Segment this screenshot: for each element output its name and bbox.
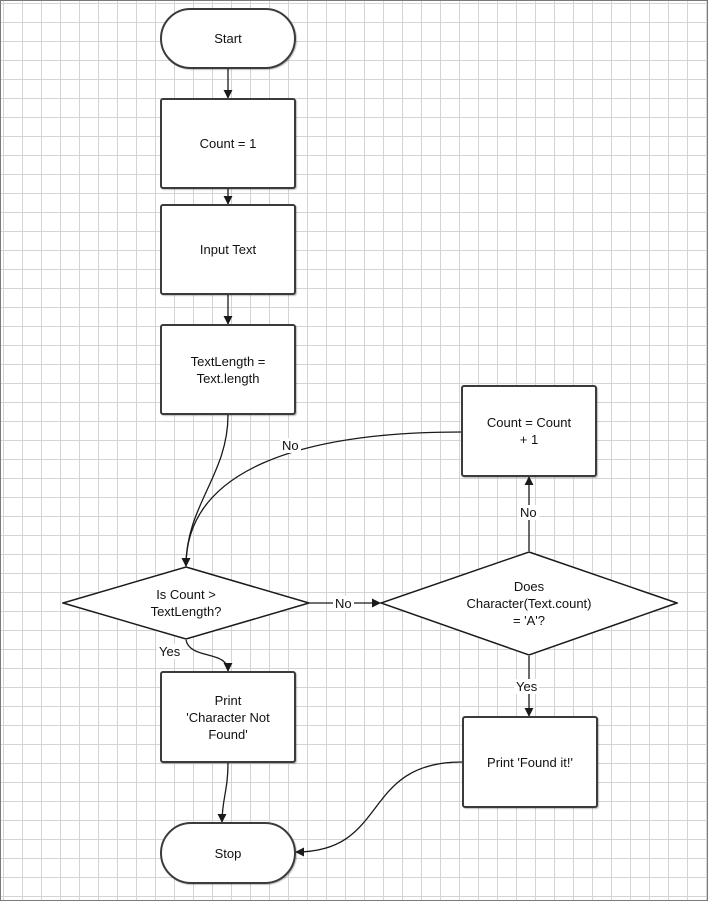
start-label: Start (214, 31, 242, 46)
edge-label-increment-no: No (280, 438, 301, 453)
stop-label: Stop (214, 845, 242, 861)
increment-count-label: Count = Count + 1 (486, 415, 572, 447)
decision-count-node: Is Count > TextLength? (62, 566, 310, 640)
edge-label-count-yes: Yes (157, 644, 183, 659)
edge-label-count-no: No (333, 596, 354, 611)
start-node: Start (160, 8, 296, 69)
text-length-node: TextLength = Text.length (160, 324, 296, 415)
edge-notfound-to-stop (217, 762, 229, 823)
decision-character-label: Does Character(Text.count) = 'A'? (466, 579, 592, 628)
decision-character-shape (380, 551, 678, 656)
print-found-node: Print 'Found it!' (462, 716, 598, 808)
decision-count-label: Is Count > TextLength? (150, 587, 222, 619)
text-length-label: TextLength = Text.length (190, 353, 266, 386)
edge-decision-yes-to-print (185, 639, 233, 672)
edge-found-to-stop (295, 761, 463, 857)
input-text-label: Input Text (199, 242, 257, 257)
stop-node: Stop (160, 822, 296, 884)
count-init-node: Count = 1 (160, 98, 296, 189)
input-text-node: Input Text (160, 204, 296, 295)
edge-increment-to-decision (181, 431, 462, 567)
print-not-found-node: Print 'Character Not Found' (160, 671, 296, 763)
count-init-label: Count = 1 (199, 136, 257, 151)
decision-count-shape (62, 566, 310, 640)
decision-character-node: Does Character(Text.count) = 'A'? (380, 551, 678, 656)
print-found-label: Print 'Found it!' (487, 754, 573, 770)
edge-textlength-to-decision (181, 414, 229, 567)
print-not-found-label: Print 'Character Not Found' (186, 692, 270, 742)
increment-count-node: Count = Count + 1 (461, 385, 597, 477)
edge-label-char-no: No (518, 505, 539, 520)
edge-label-char-yes: Yes (514, 679, 540, 694)
